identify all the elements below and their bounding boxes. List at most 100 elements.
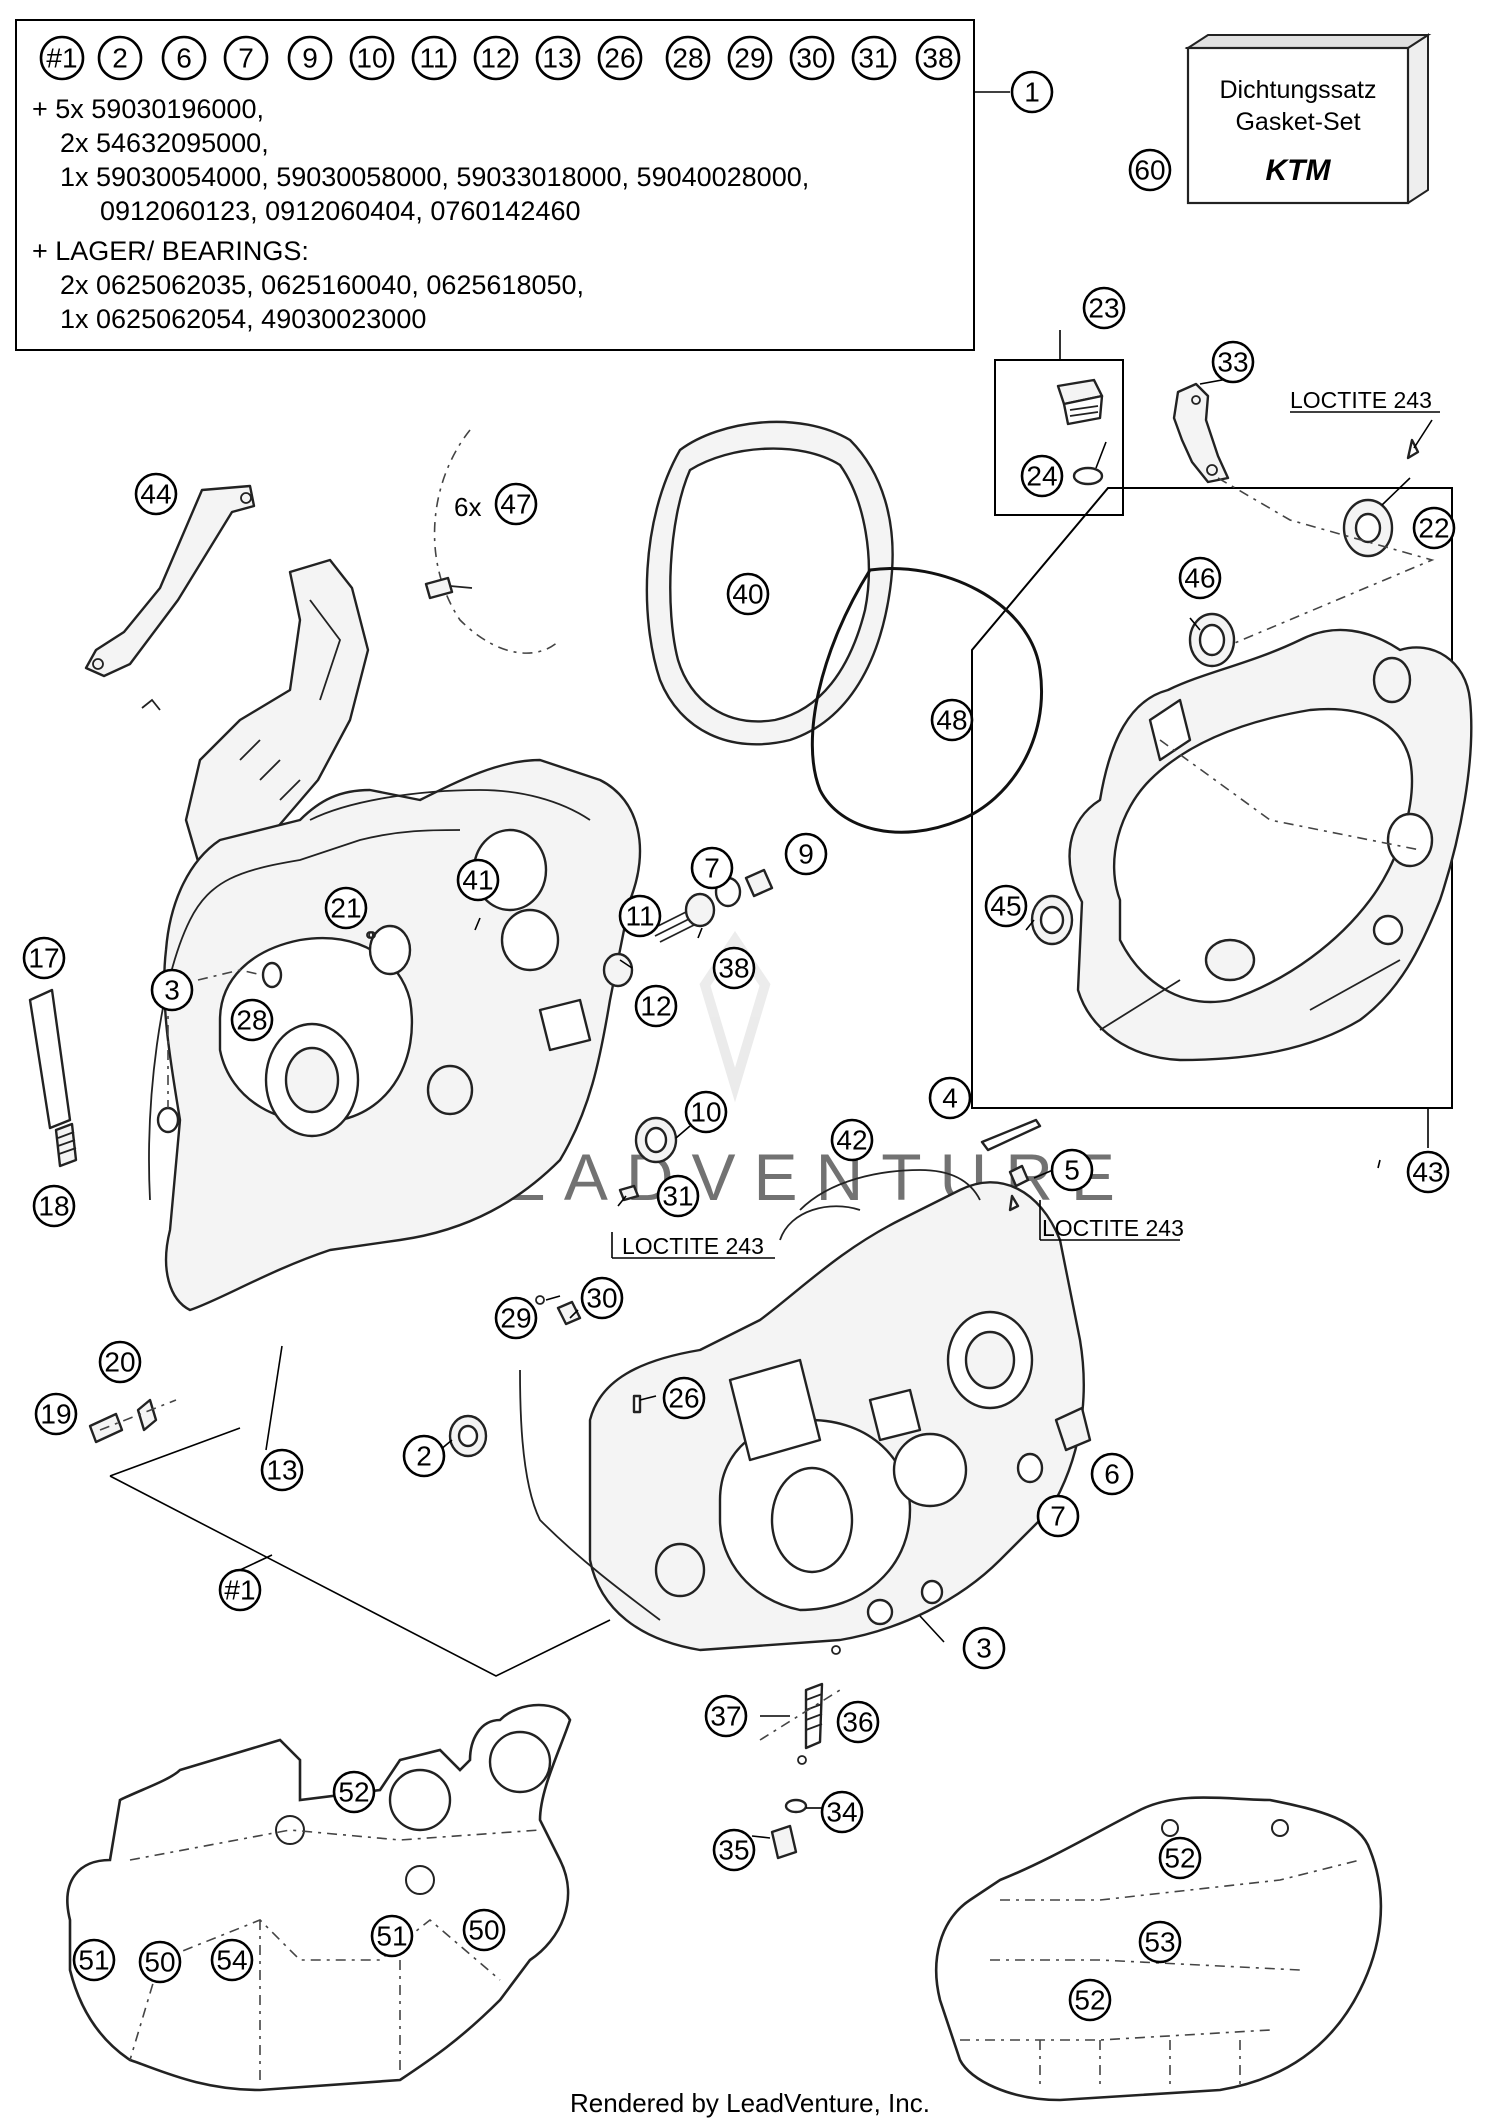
callout-52-42: 52 xyxy=(332,1770,376,1814)
kit-header-callout-5-label: 10 xyxy=(356,43,387,74)
screw-18 xyxy=(54,1122,78,1168)
kit-header-callout-5-circle xyxy=(349,35,395,81)
screw-30 xyxy=(556,1300,582,1326)
oil-filler-plug-part xyxy=(1056,378,1104,426)
callout-50-44-circle xyxy=(138,1940,182,1984)
callout-52-50-circle xyxy=(1068,1978,1112,2022)
gasket-outline-left xyxy=(66,1703,572,2092)
callout-29-27-label: 29 xyxy=(500,1303,531,1334)
callout-1-label: 1 xyxy=(1024,77,1040,108)
callout-13-31-label: 13 xyxy=(266,1455,297,1486)
callout-51-43-circle xyxy=(72,1938,116,1982)
qty-note-6x: 6x xyxy=(454,492,481,522)
oil-plug-box xyxy=(994,330,1124,516)
callout-26-33-label: 26 xyxy=(668,1383,699,1414)
callout-5-24-label: 5 xyxy=(1064,1155,1080,1186)
callout-51-46: 51 xyxy=(370,1914,414,1958)
kit-header-callout-2: 6 xyxy=(161,35,207,81)
kit-header-callout-3-label: 7 xyxy=(238,43,254,74)
screw-31 xyxy=(618,1184,640,1202)
kit-header-callout-6-label: 11 xyxy=(419,43,448,74)
kit-header-callout-13: 31 xyxy=(851,35,897,81)
callout-30-28-label: 30 xyxy=(586,1283,617,1314)
callout-50-44: 50 xyxy=(138,1940,182,1984)
leader-lines xyxy=(265,377,1440,1839)
kit-line-3: 1x 59030054000, 59030058000, 59033018000… xyxy=(60,162,809,192)
callout-36-39-circle xyxy=(836,1700,880,1744)
kit-header-callout-4-circle xyxy=(287,35,333,81)
callout-50-47-label: 50 xyxy=(468,1915,499,1946)
plug-9 xyxy=(744,868,774,898)
dowel-sleeve-3-lower xyxy=(866,1579,944,1626)
kit-header-callout-0: #1 xyxy=(39,35,85,81)
callout-60-label: 60 xyxy=(1134,155,1165,186)
gasket-41 xyxy=(148,829,461,1201)
callout-41-12-circle xyxy=(456,858,500,902)
callout-5-24-circle xyxy=(1050,1148,1094,1192)
callout-11-15: 11 xyxy=(618,894,662,938)
callout-3-37: 3 xyxy=(962,1626,1006,1670)
callout-6-34-label: 6 xyxy=(1104,1459,1120,1490)
callout-29-27: 29 xyxy=(494,1296,538,1340)
gasket-40 xyxy=(645,420,894,746)
bearing-22 xyxy=(1342,438,1420,558)
callout-21-11-circle xyxy=(324,886,368,930)
callout-19-30-label: 19 xyxy=(40,1399,71,1430)
kit-header-callout-3-circle xyxy=(223,35,269,81)
callout-50-44-label: 50 xyxy=(144,1947,175,1978)
footer-credit: Rendered by LeadVenture, Inc. xyxy=(570,2088,930,2118)
callout-6-34-circle xyxy=(1090,1452,1134,1496)
kit-header-callout-11: 29 xyxy=(727,35,773,81)
callout-42-23: 42 xyxy=(830,1118,874,1162)
kit-header-callout-11-circle xyxy=(727,35,773,81)
kit-header-callout-12: 30 xyxy=(789,35,835,81)
dowel-21 xyxy=(368,931,376,939)
kit-header-callout-12-circle xyxy=(789,35,835,81)
callout-12-17: 12 xyxy=(634,984,678,1028)
kit-header-callout-10-circle xyxy=(665,35,711,81)
callout-50-47-circle xyxy=(462,1908,506,1952)
callout-26-33: 26 xyxy=(662,1376,706,1420)
callout-38-16: 38 xyxy=(712,946,756,990)
callout-46-8-circle xyxy=(1178,556,1222,600)
callout-46-8: 46 xyxy=(1178,556,1222,600)
callout-12-17-circle xyxy=(634,984,678,1028)
callout-18-25-circle xyxy=(32,1184,76,1228)
callout-19-30-circle xyxy=(34,1392,78,1436)
callout-10-21: 10 xyxy=(684,1090,728,1134)
clutch-cover-box xyxy=(971,487,1453,1145)
kit-header-callout-8-circle xyxy=(535,35,581,81)
callout-kit1-36-label: #1 xyxy=(224,1575,255,1606)
callout-19-30: 19 xyxy=(34,1392,78,1436)
callout-3-19-label: 3 xyxy=(164,975,180,1006)
callout-33-2-circle xyxy=(1211,340,1255,384)
callout-7-35-label: 7 xyxy=(1050,1501,1066,1532)
kit-line-4: 0912060123, 0912060404, 0760142460 xyxy=(100,196,581,226)
callout-50-47: 50 xyxy=(462,1908,506,1952)
needle-bearing-12 xyxy=(602,952,634,988)
callout-31-26-label: 31 xyxy=(662,1181,693,1212)
callout-48-7: 48 xyxy=(930,698,974,742)
callout-17-18: 17 xyxy=(22,936,66,980)
callout-kit1-36: #1 xyxy=(218,1568,262,1612)
callout-3-19-circle xyxy=(150,968,194,1012)
clutch-cover xyxy=(1068,628,1473,1062)
callout-20-29-circle xyxy=(98,1340,142,1384)
callout-38-16-label: 38 xyxy=(718,953,749,984)
kit-header-callout-6: 11 xyxy=(411,35,457,81)
callout-44-4: 44 xyxy=(134,472,178,516)
callout-41-12-label: 41 xyxy=(462,865,493,896)
spring-group xyxy=(770,1645,841,1860)
callout-48-7-circle xyxy=(930,698,974,742)
callout-53-49: 53 xyxy=(1138,1920,1182,1964)
kit-header-callout-14-circle xyxy=(915,35,961,81)
callout-44-4-label: 44 xyxy=(140,479,171,510)
callout-26-33-circle xyxy=(662,1376,706,1420)
kit-header-callout-4-label: 9 xyxy=(302,43,318,74)
callout-30-28-circle xyxy=(580,1276,624,1320)
callout-22-3-circle xyxy=(1412,506,1456,550)
callout-40-6: 40 xyxy=(726,572,770,616)
loctite-note-3: LOCTITE 243 xyxy=(1042,1215,1184,1241)
kit-leader-lines xyxy=(109,1427,611,1677)
